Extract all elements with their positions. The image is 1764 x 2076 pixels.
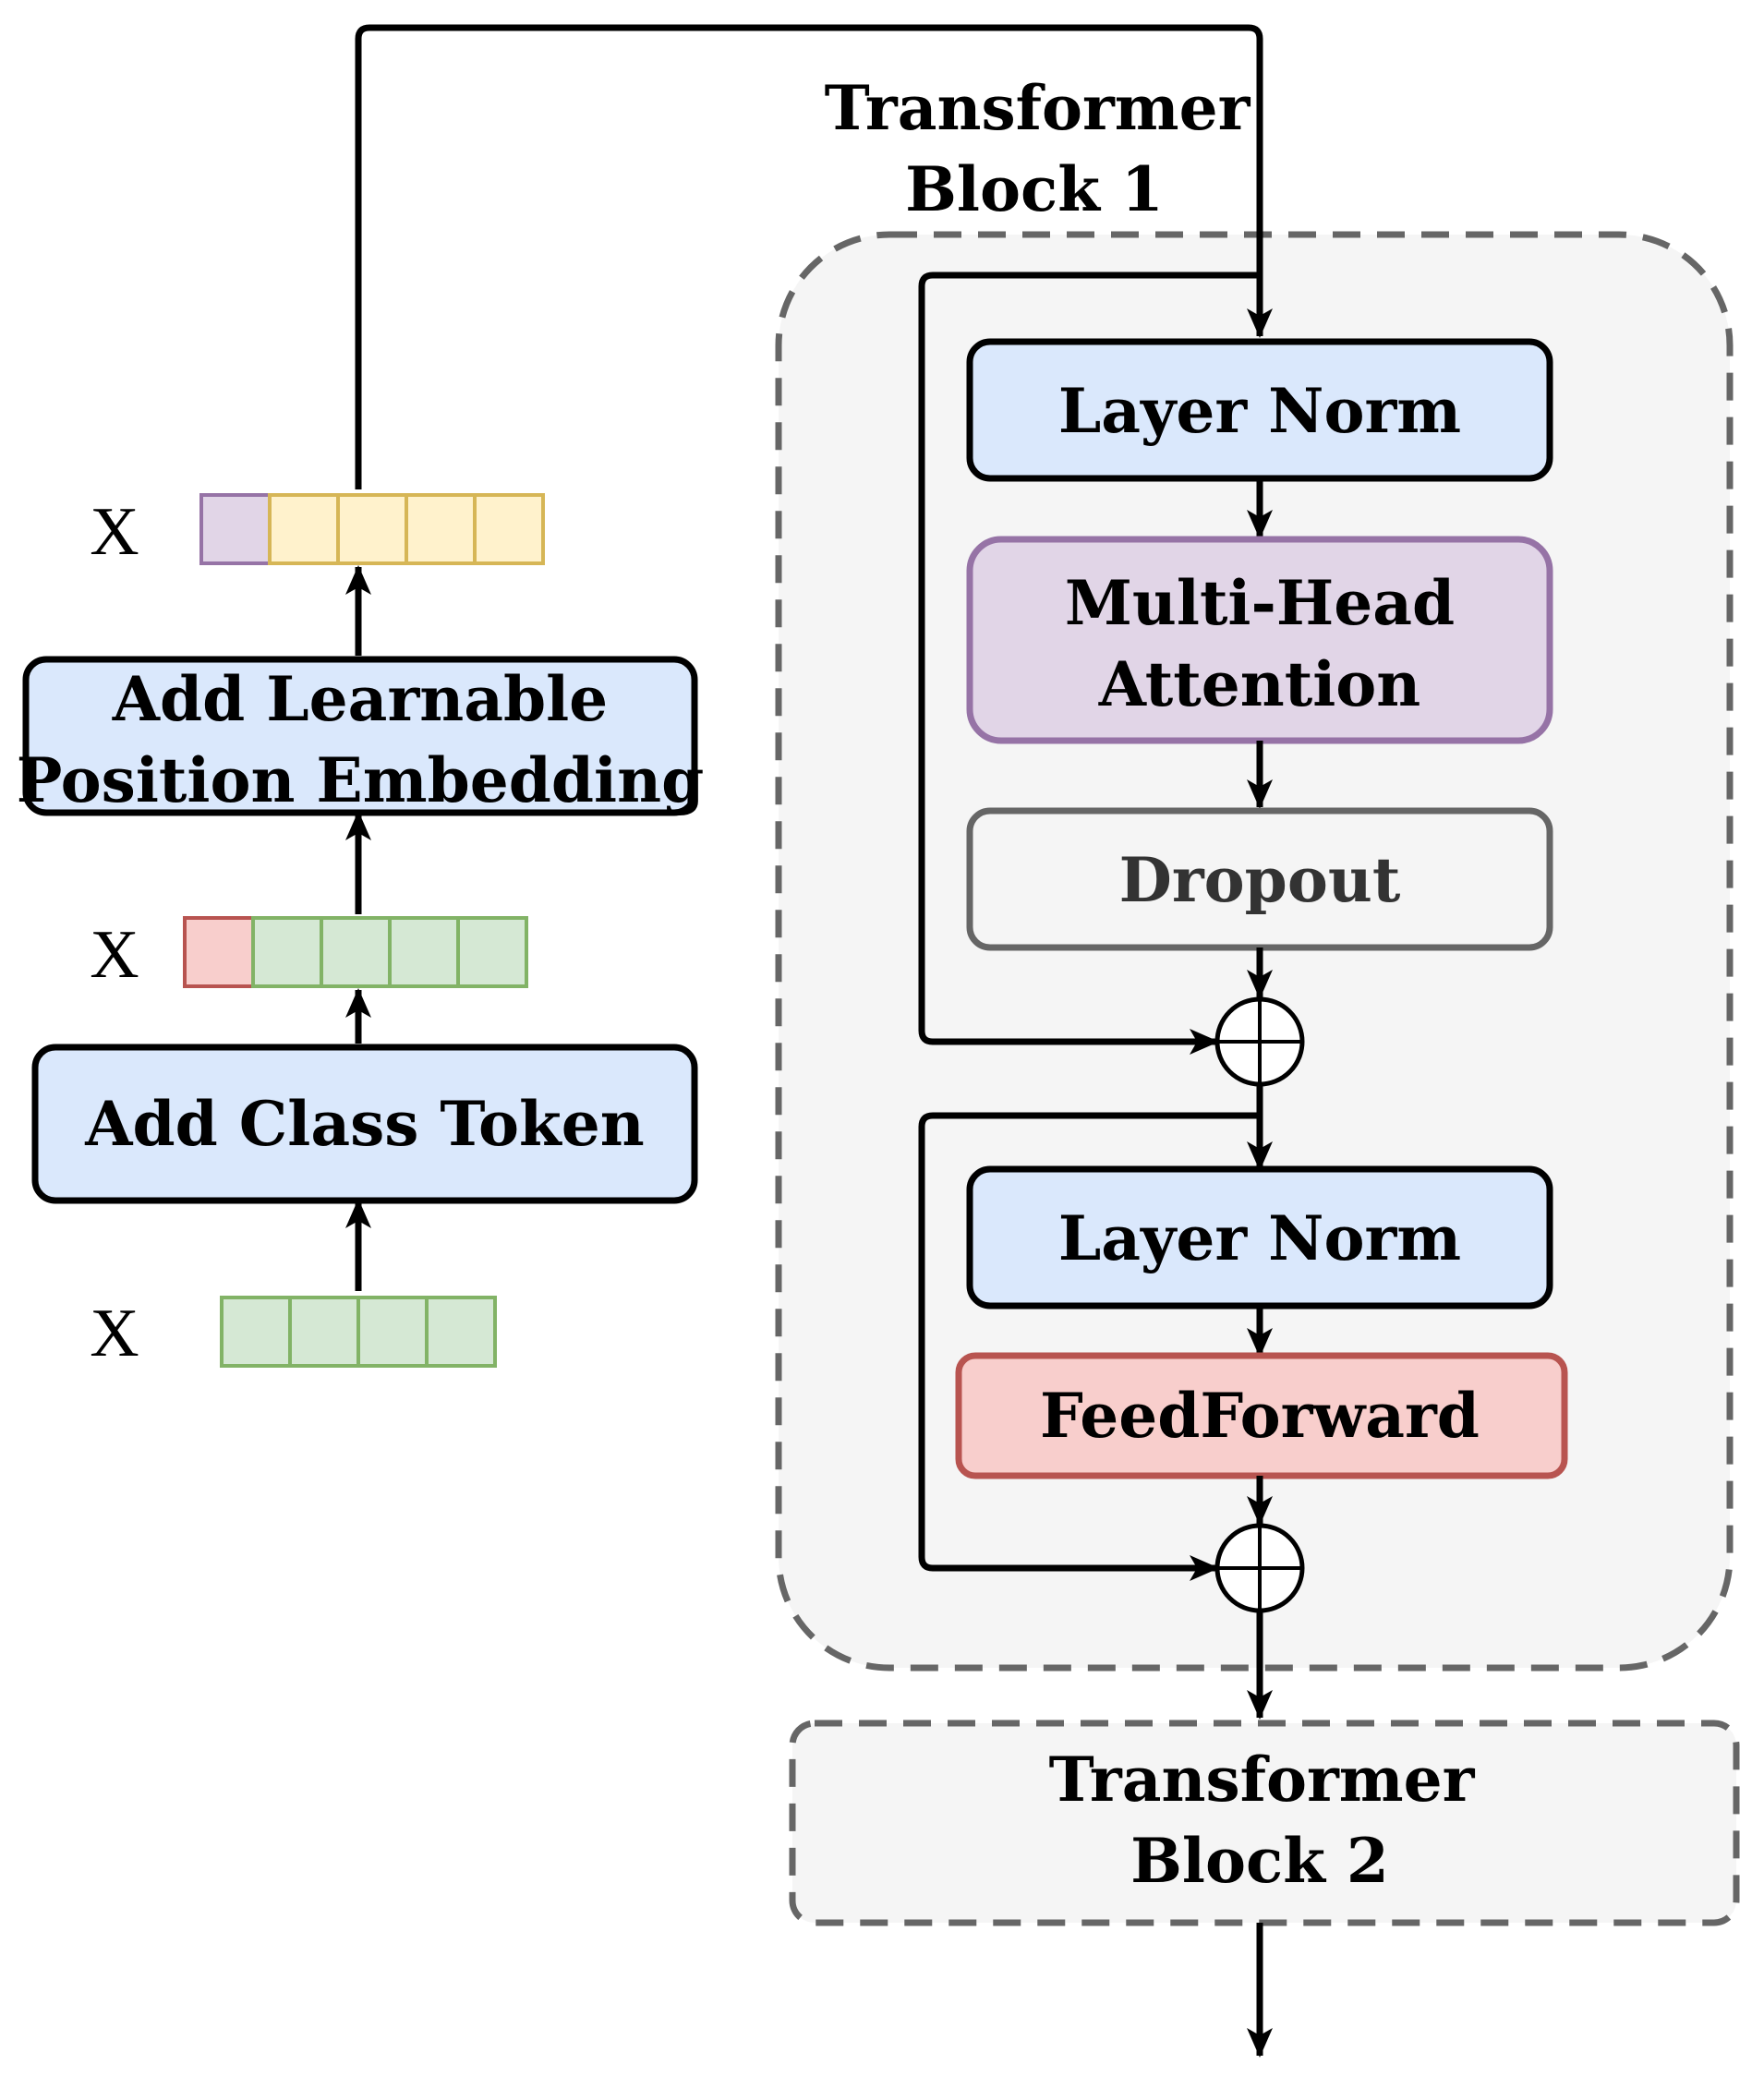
x-label-embedded: X	[90, 494, 139, 570]
layer-norm-2-label: Layer Norm	[1058, 1202, 1461, 1274]
add-position-embedding-label-1: Add Learnable	[112, 663, 608, 735]
embedded-token-row	[199, 493, 545, 565]
layer-norm-1-label: Layer Norm	[1058, 375, 1461, 447]
transformer-block-1-title-2: Block 1	[905, 153, 1164, 225]
x-label-input: X	[90, 1296, 139, 1371]
feedforward-label: FeedForward	[1040, 1380, 1480, 1452]
add-class-token-box	[31, 1044, 698, 1204]
transformer-block-2-title-2: Block 2	[1130, 1825, 1389, 1897]
transformer-block-2-box	[789, 1720, 1740, 1926]
transformer-block-2-title-1: Transformer	[1049, 1744, 1476, 1816]
dropout-label: Dropout	[1119, 844, 1401, 916]
residual-skip-1	[918, 272, 1260, 1055]
multi-head-attention-label-1: Multi-Head	[1065, 567, 1455, 639]
route-to-block-1	[355, 24, 1273, 489]
add-class-token-label: Add Class Token	[84, 1088, 644, 1160]
multi-head-attention-label-2: Attention	[1098, 648, 1421, 720]
residual-add-2-icon	[1214, 1523, 1305, 1613]
residual-skip-2	[918, 1112, 1260, 1581]
x-label-class: X	[90, 917, 139, 993]
residual-add-1-icon	[1214, 996, 1305, 1087]
transformer-block-1-title-1: Transformer	[825, 72, 1251, 144]
class-token-row	[183, 916, 528, 988]
add-position-embedding-label-2: Position Embedding	[17, 744, 704, 816]
add-position-embedding-box	[22, 656, 698, 816]
input-token-row	[220, 1296, 497, 1368]
